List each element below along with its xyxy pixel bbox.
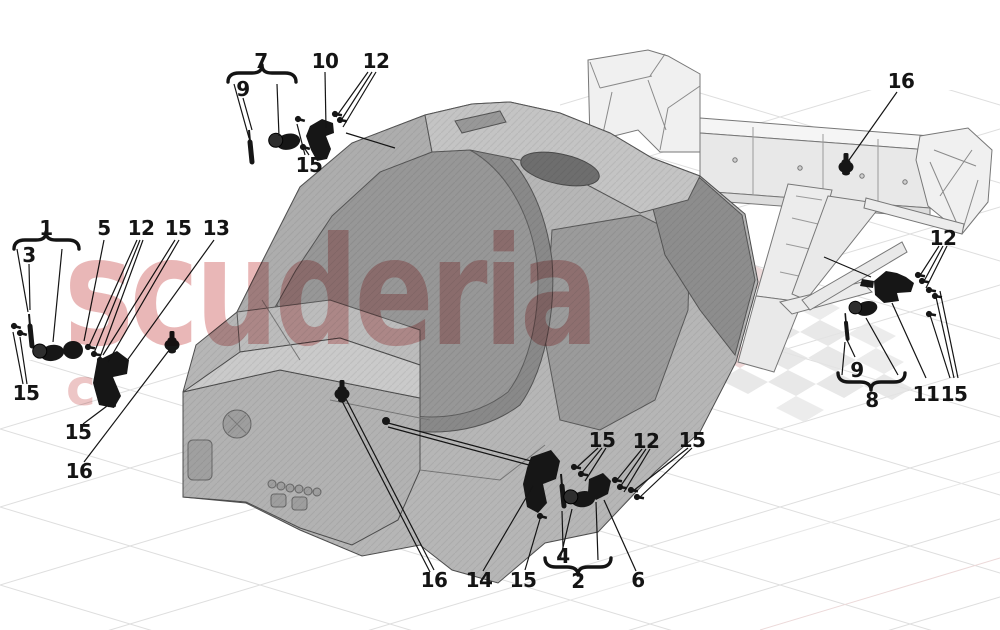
leader-lines xyxy=(12,71,959,573)
exploded-parts xyxy=(8,107,944,524)
screw-15 xyxy=(292,112,307,127)
bracket-part-13 xyxy=(93,351,129,408)
bracket-group-1 xyxy=(12,230,81,251)
bracket-group-8 xyxy=(836,371,907,392)
bodyshell-monocoque xyxy=(182,101,759,584)
sensor-part-7 xyxy=(266,127,303,154)
bracket-part-14 xyxy=(523,450,560,513)
screw-15 xyxy=(14,326,29,341)
rod-part-3 xyxy=(29,314,32,346)
bracket-group-2 xyxy=(543,556,613,577)
bracket-part-11-arm xyxy=(860,279,874,288)
bracket-part-6 xyxy=(588,473,611,500)
grommet-part-16-left xyxy=(164,331,180,354)
bracket-part-10 xyxy=(306,119,334,161)
bracket-group-7 xyxy=(226,63,298,84)
group-brackets xyxy=(12,63,907,577)
bracket-part-11 xyxy=(874,271,914,303)
sensor-part-5 xyxy=(63,341,83,359)
rod-part-9-top xyxy=(249,130,252,162)
rear-chassis-frame xyxy=(587,49,993,373)
